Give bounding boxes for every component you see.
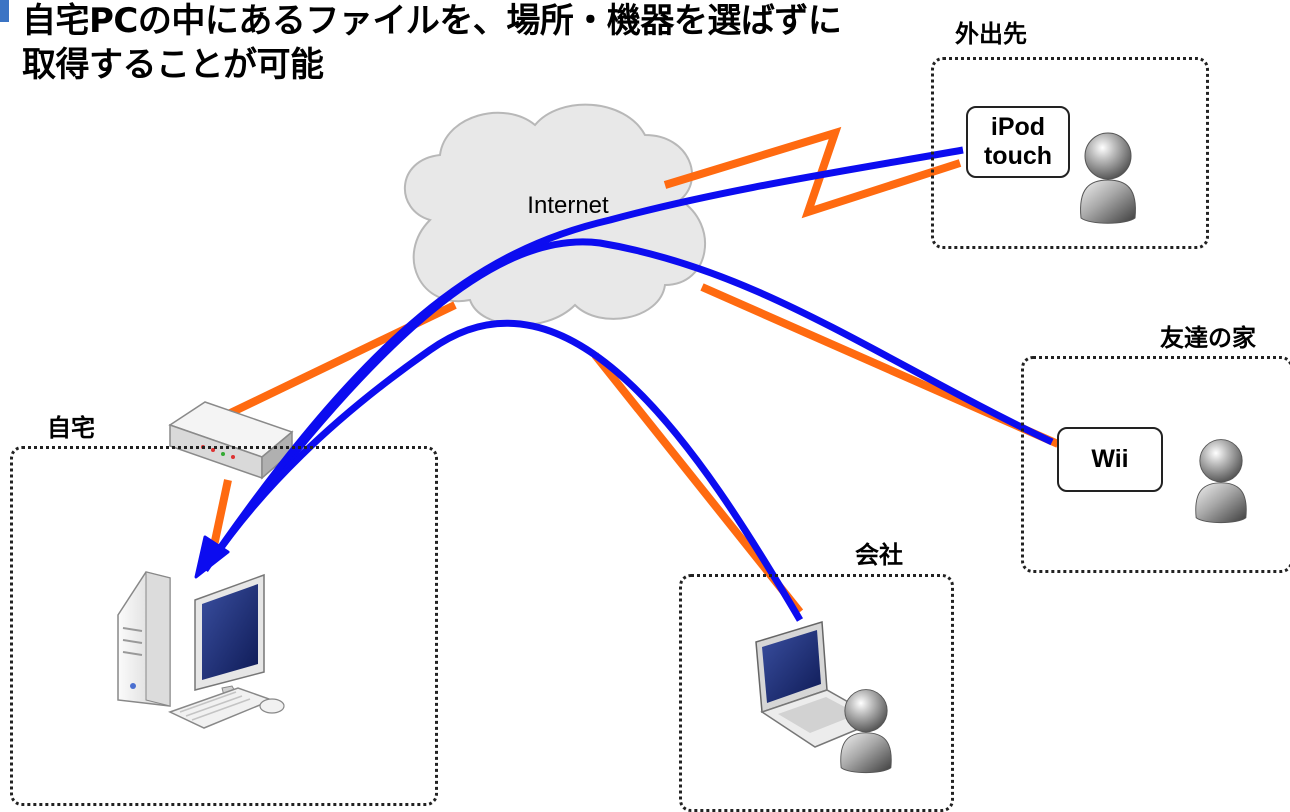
arrowhead [194, 535, 230, 579]
zone-label-outside: 外出先 [955, 20, 1027, 48]
path-outside [202, 146, 964, 572]
zone-office [679, 574, 954, 812]
title-accent-bar [0, 0, 9, 22]
desktop-pc-icon [117, 571, 285, 729]
link-outside [663, 126, 962, 219]
title-line-1: 自宅PCの中にあるファイルを、場所・機器を選ばずに [22, 1, 842, 41]
ipod-touch-box: iPod touch [966, 106, 1070, 178]
zone-outside [931, 57, 1209, 249]
zone-friend [1021, 356, 1290, 573]
wii-box: Wii [1057, 427, 1163, 492]
zone-label-friend: 友達の家 [1160, 324, 1256, 352]
blue-paths [194, 146, 1054, 622]
zone-label-office: 会社 [855, 541, 903, 569]
internet-label: Internet [527, 192, 609, 219]
title-line-2: 取得することが可能 [22, 45, 324, 85]
zone-home [10, 446, 438, 806]
router-icon [168, 401, 294, 480]
zone-label-home: 自宅 [47, 414, 95, 442]
